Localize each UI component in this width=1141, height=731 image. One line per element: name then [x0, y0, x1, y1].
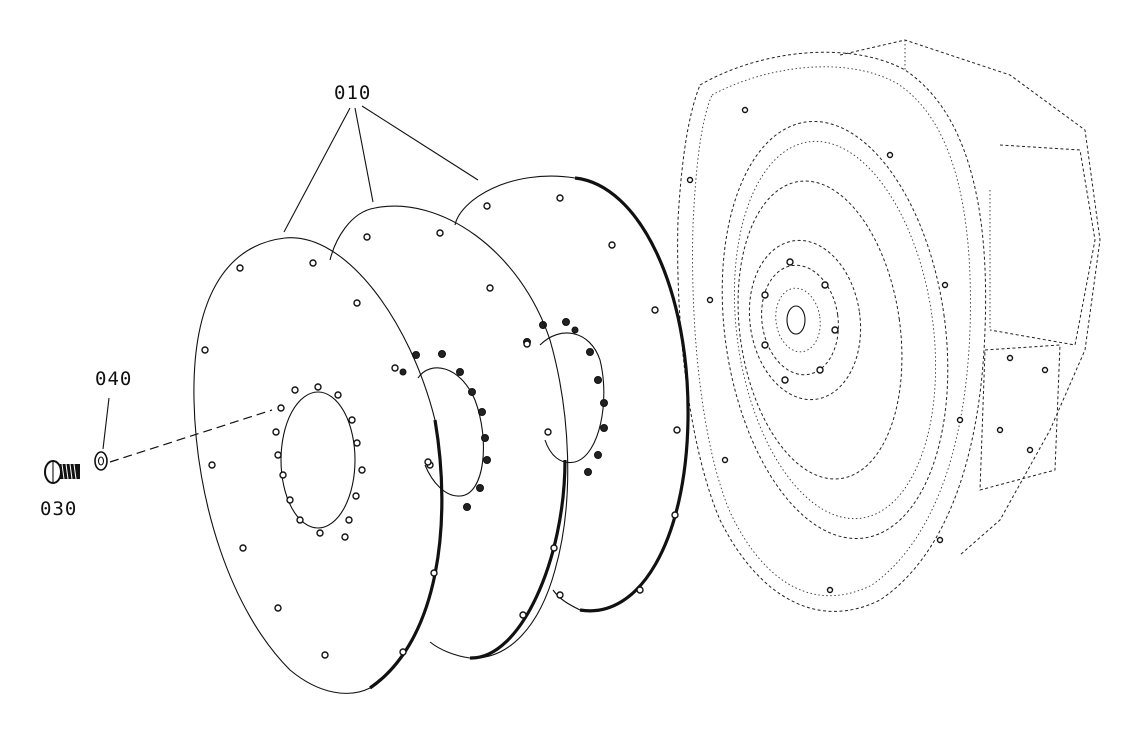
flex-plate-1: [193, 237, 444, 694]
flex-plate-3: [454, 175, 690, 613]
bolt-030: [44, 460, 80, 484]
washer-040: [94, 451, 108, 471]
callout-040: 040: [95, 368, 132, 390]
flywheel-housing: [677, 39, 1101, 612]
callout-030: 030: [40, 498, 77, 520]
callout-010: 010: [334, 82, 371, 104]
leader-lines: [102, 105, 479, 450]
flex-plate-2: [329, 205, 569, 660]
assembly-axis-line: [109, 409, 273, 463]
